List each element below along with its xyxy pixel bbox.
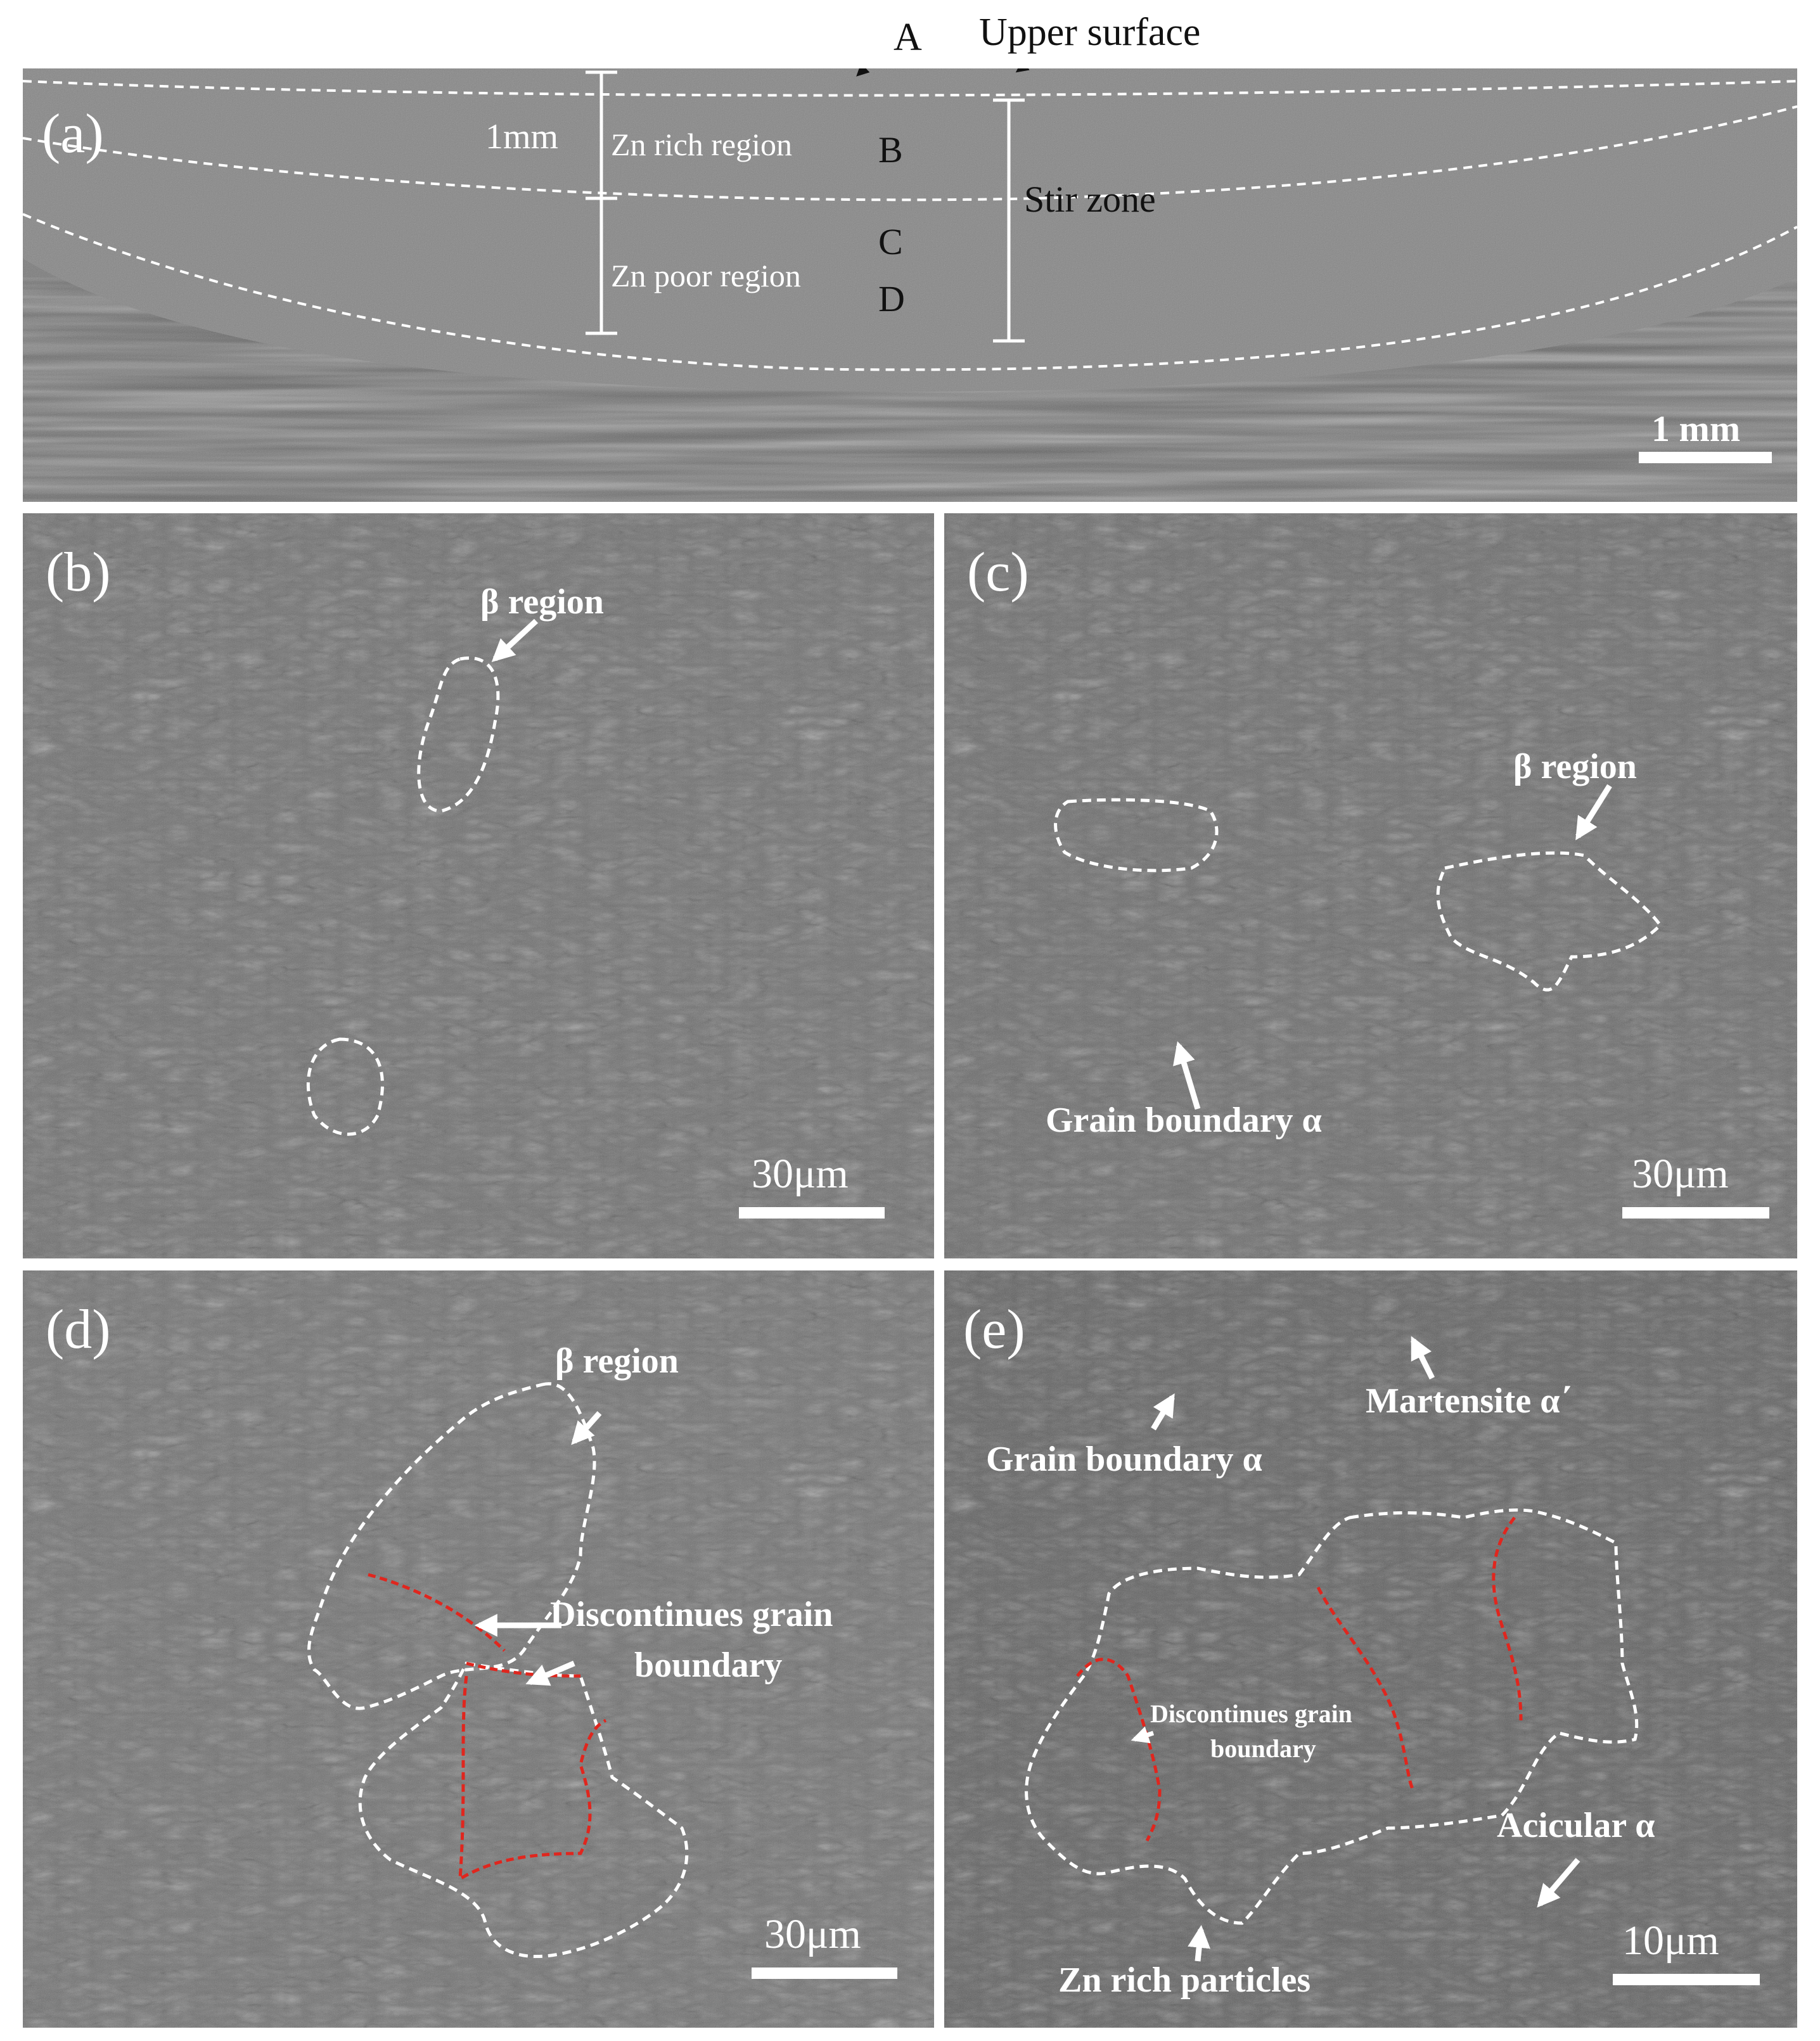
label-A: A (894, 16, 922, 59)
panel-b-label: (b) (46, 542, 111, 603)
panel-b-scale-bar (739, 1207, 885, 1219)
panel-c-scale-bar (1622, 1207, 1769, 1219)
panel-e-acicular-label: Acicular α (1497, 1806, 1655, 1845)
panel-d-boundary-label: boundary (634, 1646, 783, 1685)
panel-b-image (23, 513, 934, 1258)
panel-d-scale-bar (752, 1967, 897, 1979)
panel-a-label: (a) (42, 103, 104, 165)
panel-d-label: (d) (46, 1299, 111, 1360)
panel-a-scale-bar-label: 1 mm (1651, 408, 1741, 449)
label-1mm: 1mm (485, 117, 559, 157)
panel-d-scale-bar-label: 30μm (764, 1911, 861, 1957)
panel-e-boundary-label: boundary (1210, 1734, 1316, 1763)
panel-a-image (23, 68, 1797, 502)
panel-c-scale-bar-label: 30μm (1632, 1151, 1729, 1197)
panel-d-sem: (d) β region Discontinues grain boundary… (23, 1270, 934, 2028)
panel-d-image (23, 1270, 934, 2028)
label-B: B (878, 129, 903, 170)
panel-e-grain-boundary-label: Grain boundary α (986, 1440, 1262, 1479)
label-zn-rich-region: Zn rich region (611, 127, 793, 162)
label-C: C (878, 221, 903, 262)
panel-e-scale-bar-label: 10μm (1622, 1917, 1719, 1964)
panel-e-martensite-label: Martensite α΄ (1366, 1381, 1572, 1421)
panel-b-scale-bar-label: 30μm (752, 1151, 849, 1197)
panel-e-label: (e) (963, 1299, 1025, 1360)
panel-e-zn-rich-particles-label: Zn rich particles (1058, 1961, 1311, 2000)
panel-e-image (944, 1270, 1797, 2028)
label-D: D (878, 278, 905, 319)
panel-e-sem: (e) Martensite α΄ Grain boundary α Disco… (944, 1270, 1797, 2028)
label-upper-surface: Upper surface (979, 11, 1201, 54)
label-zn-poor-region: Zn poor region (611, 258, 801, 293)
panel-a-stir-zone-cross-section: (a) 1mm Zn rich region B Stir zone C Zn … (23, 68, 1797, 502)
panel-e-discontinuous-grain-label: Discontinues grain (1150, 1699, 1352, 1728)
panel-c-sem: (c) β region Grain boundary α 30μm (944, 513, 1797, 1258)
panel-b-sem: (b) β region 30μm (23, 513, 934, 1258)
panel-d-beta-region-label: β region (555, 1341, 679, 1381)
panel-a-scale-bar (1639, 452, 1772, 463)
panel-e-scale-bar (1613, 1974, 1760, 1985)
panel-c-grain-boundary-label: Grain boundary α (1046, 1101, 1322, 1140)
panel-d-discontinuous-grain-label: Discontinues grain (550, 1595, 833, 1634)
label-stir-zone: Stir zone (1024, 179, 1156, 220)
panel-c-beta-region-label: β region (1513, 747, 1637, 786)
panel-c-label: (c) (967, 542, 1029, 603)
panel-b-beta-region-label: β region (480, 582, 604, 622)
panel-c-image (944, 513, 1797, 1258)
